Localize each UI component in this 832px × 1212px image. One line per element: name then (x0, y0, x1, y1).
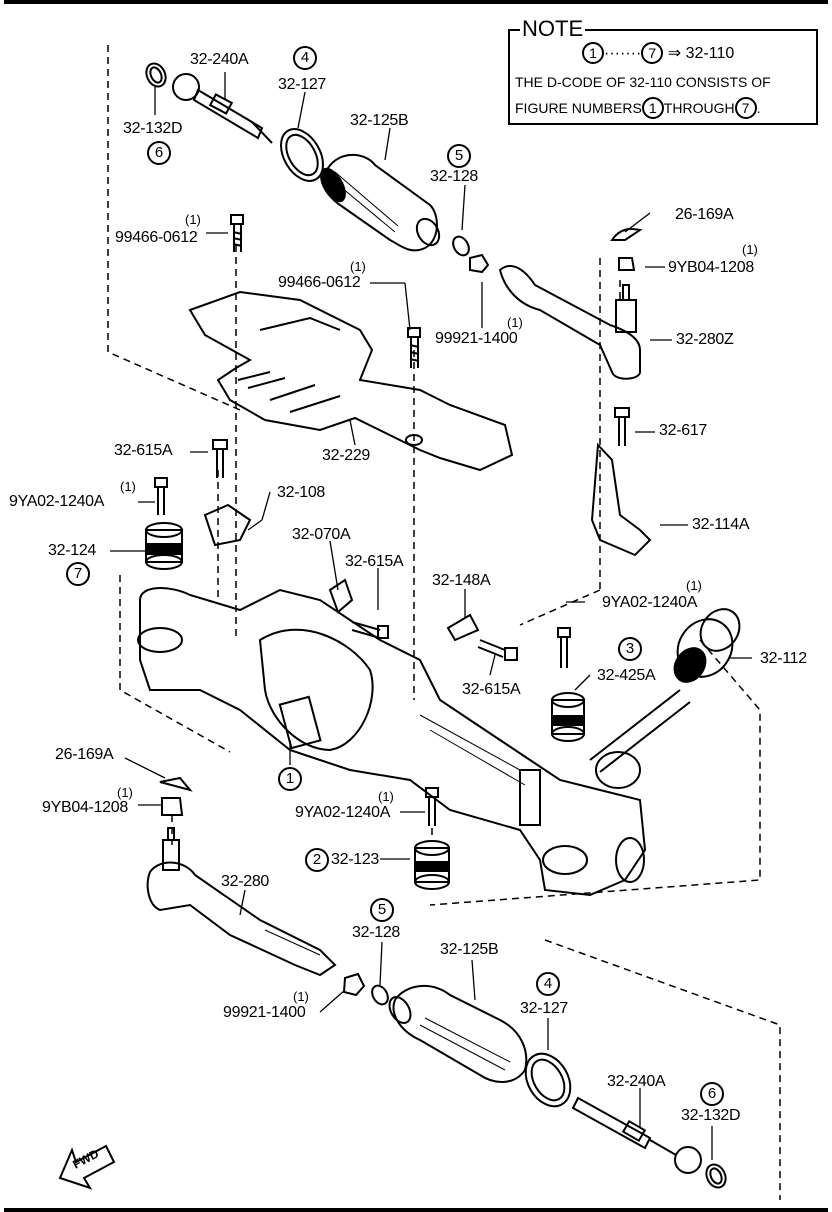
fwd-arrow-shape (58, 1144, 116, 1190)
note-period: . (756, 100, 761, 116)
note-through: THROUGH (663, 100, 735, 116)
label-32-280Z: 32-280Z (676, 331, 734, 348)
label-32-615A-c: 32-615A (462, 681, 521, 698)
bolt-99466-left (230, 214, 244, 252)
label-32-112: 32-112 (760, 650, 807, 667)
boot-top (320, 153, 441, 252)
label-32-425A: 32-425A (597, 667, 656, 684)
label-9YA02-1240A-a: 9YA02-1240A (9, 493, 105, 510)
tie-rod-top (172, 73, 273, 144)
note-line-2: THE D-CODE OF 32-110 CONSISTS OF (515, 74, 771, 90)
qty-99466-b: (1) (350, 259, 366, 274)
label-99921-1400-top: 99921-1400 (435, 330, 518, 347)
circle-3: 3 (618, 637, 642, 661)
label-26-169A-top: 26-169A (675, 206, 734, 223)
label-32-615A-a: 32-615A (114, 442, 173, 459)
note-code: 32-110 (685, 45, 735, 62)
label-99466-0612-b: 99466-0612 (278, 274, 361, 291)
label-99466-0612-a: 99466-0612 (115, 229, 198, 246)
label-32-108: 32-108 (277, 484, 326, 501)
note-line-1: 1·······7 ⇒ 32-110 (582, 42, 734, 64)
label-99921-1400-bot: 99921-1400 (223, 1004, 306, 1021)
boot-bottom (388, 984, 528, 1083)
circle-2: 2 (305, 848, 329, 872)
note-arrow: ⇒ (667, 45, 682, 62)
label-9YA02-1240A-c: 9YA02-1240A (295, 804, 391, 821)
label-32-132D-bot: 32-132D (681, 1107, 741, 1124)
boundary-lines (107, 45, 781, 1200)
label-32-132D-top: 32-132D (123, 120, 183, 137)
qty-9YB04-top: (1) (742, 242, 758, 257)
clamp-bottom (524, 1052, 572, 1108)
label-9YB04-1208-bot: 9YB04-1208 (42, 799, 128, 816)
note-figure-numbers: FIGURE NUMBERS (515, 100, 642, 116)
column-seal (673, 608, 741, 683)
qty-9YA02-a: (1) (120, 479, 136, 494)
label-32-617: 32-617 (659, 422, 708, 439)
label-32-125B-bot: 32-125B (440, 941, 499, 958)
qty-9YA02-c: (1) (378, 789, 394, 804)
label-32-124: 32-124 (48, 542, 97, 559)
circle-5-bot: 5 (370, 898, 394, 922)
label-32-070A: 32-070A (292, 526, 351, 543)
ring-top (145, 62, 167, 88)
qty-99921-top: (1) (507, 315, 523, 330)
tie-rod-end-left (146, 827, 337, 977)
qty-99921-bot: (1) (293, 989, 309, 1004)
circle-6-top: 6 (147, 141, 171, 165)
note-dots: ······· (604, 45, 642, 62)
label-32-240A-bot: 32-240A (607, 1073, 666, 1090)
label-32-148A: 32-148A (432, 572, 491, 589)
label-32-240A-top: 32-240A (190, 51, 249, 68)
circle-4-top: 4 (293, 46, 317, 70)
steering-gear-body (137, 587, 691, 897)
label-32-127-top: 32-127 (278, 76, 327, 93)
heat-shield (188, 290, 514, 472)
bushing-bottom (414, 840, 450, 890)
label-32-128-top: 32-128 (430, 168, 479, 185)
label-32-615A-b: 32-615A (345, 553, 404, 570)
label-26-169A-bot: 26-169A (55, 746, 114, 763)
bushing-right (551, 692, 585, 742)
note-circled-from: 1 (582, 42, 604, 64)
label-32-125B-top: 32-125B (350, 112, 409, 129)
bolt-99466-right (407, 327, 421, 368)
note-circled-to: 7 (641, 42, 664, 64)
qty-99466-a: (1) (185, 212, 201, 227)
label-32-128-bot: 32-128 (352, 924, 401, 941)
label-32-114A: 32-114A (692, 516, 750, 533)
label-9YA02-1240A-b: 9YA02-1240A (602, 594, 698, 611)
bushing-left (145, 522, 183, 570)
label-32-280: 32-280 (221, 873, 270, 890)
qty-9YB04-bot: (1) (117, 785, 133, 800)
note-circled-b: 7 (734, 97, 757, 119)
clamp-top (280, 128, 324, 182)
tie-rod-bottom (571, 1096, 702, 1174)
leader-lines (110, 72, 752, 1160)
label-9YB04-1208-top: 9YB04-1208 (668, 259, 754, 276)
label-32-127-bot: 32-127 (520, 1000, 569, 1017)
note-circled-a: 1 (641, 97, 664, 119)
label-32-123: 32-123 (331, 851, 380, 868)
note-title: NOTE (520, 16, 586, 41)
circle-4-bot: 4 (536, 972, 560, 996)
label-32-229: 32-229 (322, 447, 371, 464)
circle-1: 1 (278, 767, 302, 791)
tie-rod-end-right (498, 265, 641, 380)
circle-5-top: 5 (447, 144, 471, 168)
circle-6-bot: 6 (700, 1082, 724, 1106)
qty-9YA02-b: (1) (686, 578, 702, 593)
circle-7: 7 (66, 562, 90, 586)
